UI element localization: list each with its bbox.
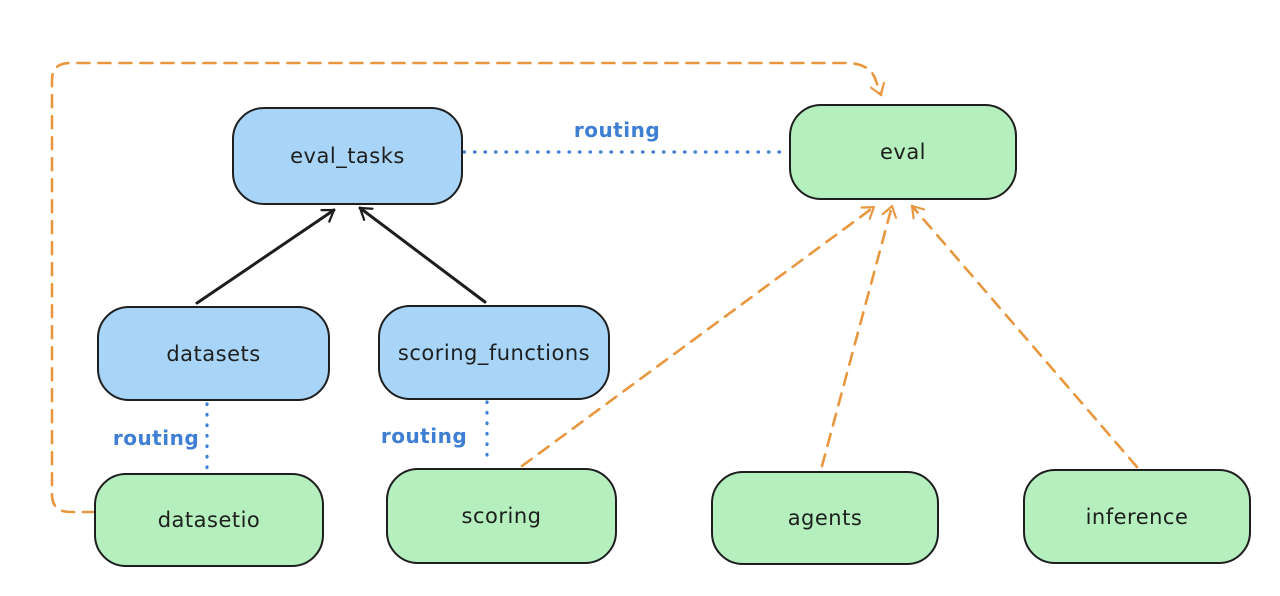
node-datasetio: datasetio — [94, 473, 324, 567]
node-datasets: datasets — [97, 306, 330, 401]
node-eval-tasks-label: eval_tasks — [290, 144, 405, 168]
edge-label-routing-top: routing — [573, 118, 661, 142]
edge-label-routing-scoring: routing — [380, 424, 468, 448]
node-eval-tasks: eval_tasks — [232, 107, 463, 205]
node-datasets-label: datasets — [166, 341, 261, 366]
node-scoring-label: scoring — [461, 504, 542, 528]
edge-scoring_functions-to-eval_tasks — [358, 206, 487, 304]
edge-agents-to-eval — [820, 204, 898, 468]
edge-scoring-to-eval — [520, 205, 876, 468]
node-inference: inference — [1023, 469, 1251, 564]
edge-datasetio-to-eval — [50, 61, 886, 514]
edge-datasets-to-eval_tasks — [195, 208, 336, 305]
node-scoring: scoring — [386, 468, 617, 564]
node-eval-label: eval — [879, 140, 927, 164]
node-agents: agents — [711, 471, 939, 565]
node-agents-label: agents — [787, 506, 863, 530]
node-datasetio-label: datasetio — [157, 508, 261, 532]
node-scoring-functions: scoring_functions — [378, 305, 610, 400]
node-scoring-functions-label: scoring_functions — [397, 340, 591, 365]
edge-inference-to-eval — [910, 204, 1139, 469]
node-eval: eval — [789, 104, 1017, 200]
edge-label-routing-datasets: routing — [112, 426, 200, 450]
node-inference-label: inference — [1085, 504, 1189, 529]
